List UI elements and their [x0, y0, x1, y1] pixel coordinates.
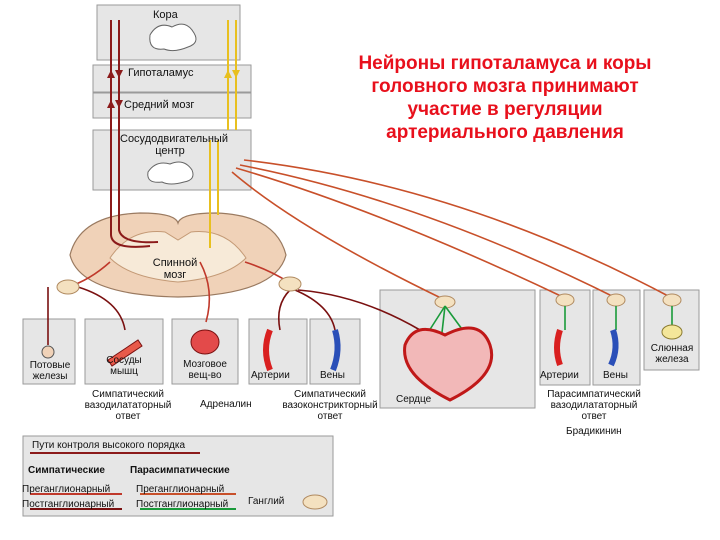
post-heart [297, 289, 421, 331]
arrow-2 [115, 70, 123, 78]
ganglion-veins2 [606, 293, 626, 307]
symp-vasoconstrictor-label: Симпатический вазоконстрикторный ответ [282, 389, 378, 422]
legend-para-pre-label: Преганглионарный [136, 484, 225, 495]
legend-symp-post-label: Постганглионарный [22, 499, 115, 510]
para-veins-path [239, 164, 617, 299]
ganglion-salivary [662, 293, 682, 307]
vein2-drawing [608, 329, 619, 367]
sweat-glands-label: Потовые железы [29, 360, 71, 382]
ganglion-right [278, 276, 302, 292]
veins2-label: Вены [603, 370, 628, 381]
salivary-label: Слюнная железа [650, 343, 694, 365]
cortex-label: Кора [153, 9, 178, 21]
midbrain-label: Средний мозг [124, 99, 195, 111]
legend-ganglion-label: Ганглий [248, 496, 285, 507]
post-veins [294, 289, 336, 331]
arrow-6 [232, 70, 240, 78]
spinal-cord-grey-matter [109, 231, 247, 283]
arrow-4 [115, 100, 123, 108]
brain-sketches [147, 23, 197, 185]
cortex-brain-sketch [149, 23, 197, 52]
arrow-5 [224, 70, 232, 78]
arrow-3 [107, 100, 115, 108]
symp-vasodilator-label: Симпатический вазодилататорный ответ [84, 389, 172, 422]
hypothalamus-label: Гипоталамус [128, 67, 194, 79]
spinal-cord-shape [69, 212, 287, 298]
legend-panel [22, 435, 334, 517]
higher-path-1 [110, 20, 151, 248]
arteries-label: Артерии [251, 370, 290, 381]
arteries2-label: Артерии [540, 370, 579, 381]
legend-symp-pre-label: Преганглионарный [22, 484, 111, 495]
legend-sympathetic-label: Симпатические [28, 465, 105, 476]
legend-para-post-label: Постганглионарный [136, 499, 229, 510]
heart-label: Сердце [396, 394, 432, 405]
vein-drawing [330, 329, 341, 372]
muscle-vessels-label: Сосуды мышц [106, 355, 142, 377]
legend-higher-label: Пути контроля высокого порядка [32, 440, 186, 451]
parasymp-vasodilator-label: Парасимпатический вазодилататорный ответ [547, 389, 641, 422]
legend-parasympathetic-label: Парасимпатические [130, 465, 230, 476]
artery2-drawing [554, 329, 563, 366]
spinal-cord-label: Спинной мозг [152, 257, 198, 281]
adrenal-drawing [190, 329, 220, 355]
para-salivary-path [243, 159, 673, 299]
salivary-drawing [661, 324, 683, 340]
symp-to-adrenal [199, 261, 211, 323]
parasympathetic-cranial-paths [231, 159, 673, 301]
legend-ganglion [302, 494, 328, 510]
sympathetic-post-paths [47, 286, 421, 345]
organ-drawings [41, 324, 683, 402]
ganglion-arteries2 [555, 293, 575, 307]
para-arteries-path [235, 167, 566, 299]
bradykinin-label: Брадикинин [566, 426, 622, 437]
post-arteries [277, 289, 291, 331]
higher-order-paths [110, 20, 237, 248]
legend-lines [30, 452, 236, 510]
adrenaline-label: Адреналин [200, 399, 252, 410]
diagram-title: Нейроны гипоталамуса и коры головного мо… [358, 53, 652, 143]
heart-drawing [403, 326, 494, 402]
post-muscle [77, 286, 126, 331]
path-arrows [107, 70, 240, 108]
vasomotor-brain-sketch [147, 161, 194, 185]
veins-label: Вены [320, 370, 345, 381]
sweat-gland-drawing [41, 345, 55, 359]
adrenal-label: Мозговое вещ-во [183, 359, 227, 381]
muscle-vessel-drawing [107, 339, 143, 367]
arrow-1 [107, 70, 115, 78]
artery-drawing [263, 328, 273, 372]
ganglia [56, 276, 682, 510]
higher-path-2 [118, 20, 159, 244]
vasomotor-label: Сосудодвигательный центр [120, 133, 228, 157]
ganglion-left [56, 279, 80, 295]
para-heart-path [231, 171, 446, 301]
